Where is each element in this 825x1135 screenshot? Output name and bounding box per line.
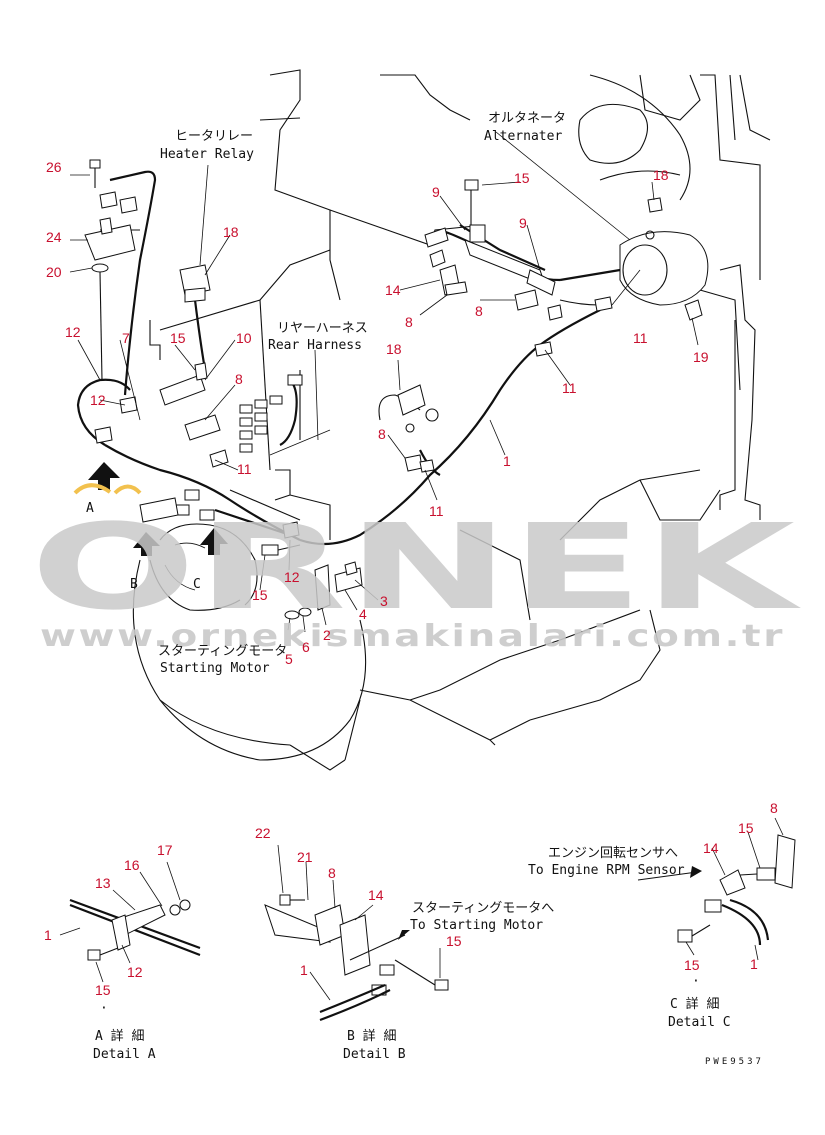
callout: 1: [503, 453, 511, 469]
detail-a-dots: ·: [100, 1001, 108, 1016]
to-starting-motor-en: To Starting Motor: [410, 918, 543, 933]
starting-motor-en: Starting Motor: [160, 661, 270, 676]
watermark-brand: ORNEK: [30, 498, 803, 636]
brackets-and-clips: [84, 159, 709, 620]
leader-lines: [69, 131, 699, 633]
callout: 5: [285, 651, 293, 667]
detail-b-drawing: [264, 844, 449, 1022]
callout: 18: [223, 224, 239, 240]
drawing-code: PWE9537: [705, 1057, 764, 1067]
watermark: ORNEK www.ornekismakinalari.com.tr: [30, 498, 803, 654]
callout: 15: [514, 170, 530, 186]
detail-a-jp: A 詳 細: [95, 1028, 144, 1044]
detail-c-dots: ·: [692, 974, 700, 989]
callout: 11: [429, 503, 444, 519]
callout: 9: [432, 184, 440, 200]
rear-harness-jp: リヤーハーネス: [277, 321, 368, 336]
view-label-c: C: [193, 577, 201, 592]
detail-a-drawing: [59, 861, 201, 983]
engine-block-outline: [132, 69, 771, 771]
starting-motor-jp: スターティングモータ: [158, 644, 287, 659]
detail-c-drawing: [637, 817, 796, 961]
callout: 15: [252, 587, 268, 603]
view-label-b: B: [130, 577, 138, 592]
callout: 7: [122, 330, 130, 346]
view-label-a: A: [86, 501, 94, 516]
callout: 14: [368, 887, 384, 903]
detail-c-jp: C 詳 細: [670, 996, 719, 1012]
view-arrow-c: [200, 528, 228, 555]
view-arrow-b: [133, 532, 160, 556]
callout: 12: [65, 324, 81, 340]
callout: 26: [46, 159, 62, 175]
callout: 12: [90, 392, 106, 408]
callout: 13: [95, 875, 111, 891]
callout: 12: [127, 964, 143, 980]
callout: 10: [236, 330, 252, 346]
detail-a-en: Detail A: [93, 1047, 156, 1062]
callout: 15: [170, 330, 186, 346]
heater-relay-en: Heater Relay: [160, 147, 254, 162]
callout: 8: [475, 303, 483, 319]
view-arrow-a: [73, 462, 142, 495]
callout: 8: [328, 865, 336, 881]
callouts-detail-c: 8 15 14 15 1: [684, 800, 778, 973]
callout: 15: [684, 957, 700, 973]
callout: 11: [237, 461, 252, 477]
callout: 8: [235, 371, 243, 387]
heater-relay-jp: ヒータリレー: [175, 129, 253, 144]
callout: 1: [750, 956, 758, 972]
callout: 20: [46, 264, 62, 280]
callout: 9: [519, 215, 527, 231]
callout: 17: [157, 842, 173, 858]
callout: 15: [446, 933, 462, 949]
callouts-detail-a: 1 13 16 17 12 15: [44, 842, 173, 998]
callouts-main: 26 24 20 12 7 12 15 10 8 18 11 15 9 9 14…: [46, 159, 709, 667]
callout: 18: [653, 167, 669, 183]
callout: 8: [770, 800, 778, 816]
alternator-jp: オルタネータ: [488, 111, 566, 126]
watermark-url: www.ornekismakinalari.com.tr: [40, 619, 785, 654]
rear-harness-en: Rear Harness: [268, 338, 362, 353]
callout: 11: [562, 380, 577, 396]
callout: 24: [46, 229, 62, 245]
callout: 2: [323, 627, 331, 643]
callout: 4: [359, 606, 367, 622]
callout: 6: [302, 639, 310, 655]
callout: 18: [386, 341, 402, 357]
callout: 14: [385, 282, 401, 298]
callout: 15: [95, 982, 111, 998]
callout: 21: [297, 849, 313, 865]
callout: 15: [738, 820, 754, 836]
wire-harness: [76, 170, 621, 546]
callout: 3: [380, 593, 388, 609]
callout: 16: [124, 857, 140, 873]
callout: 14: [703, 840, 719, 856]
callout: 22: [255, 825, 271, 841]
callout: 11: [633, 330, 648, 346]
alternator-en: Alternater: [484, 129, 562, 144]
callout: 8: [378, 426, 386, 442]
detail-c-en: Detail C: [668, 1015, 731, 1030]
callout: 19: [693, 349, 709, 365]
detail-b-jp: B 詳 細: [347, 1028, 396, 1044]
callout: 1: [44, 927, 52, 943]
to-rpm-sensor-jp: エンジン回転センサへ: [548, 846, 678, 861]
to-rpm-sensor-en: To Engine RPM Sensor: [528, 863, 685, 878]
callouts-detail-b: 22 21 8 14 15 1: [255, 825, 462, 978]
callout: 1: [300, 962, 308, 978]
callout: 12: [284, 569, 300, 585]
annotation-labels: ヒータリレー Heater Relay オルタネータ Alternater リヤ…: [86, 111, 764, 1067]
detail-b-en: Detail B: [343, 1047, 406, 1062]
to-starting-motor-jp: スターティングモータへ: [412, 901, 554, 916]
callout: 8: [405, 314, 413, 330]
